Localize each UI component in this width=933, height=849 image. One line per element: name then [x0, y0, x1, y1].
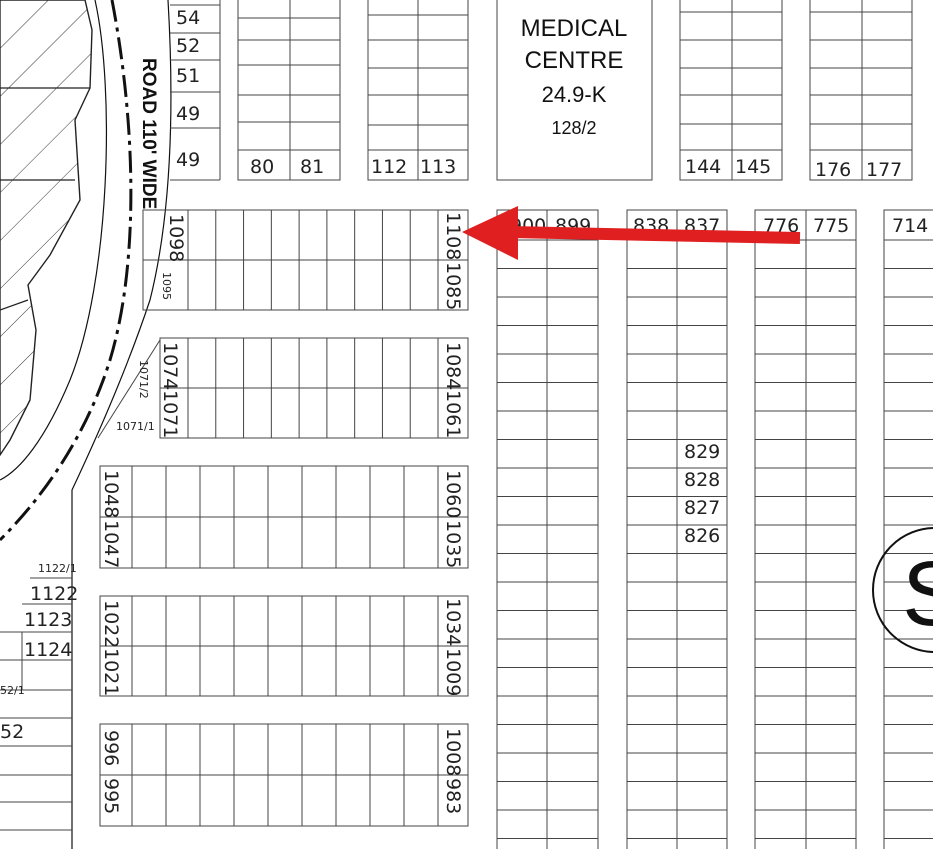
plot-829: 829: [684, 441, 720, 463]
medical-centre-block: [496, 0, 653, 181]
plot-1021: 1021: [100, 648, 122, 696]
plot-176: 176: [815, 159, 851, 181]
plot-144: 144: [685, 156, 721, 178]
plot-1095: 1095: [160, 272, 173, 300]
plot-1124: 1124: [24, 639, 72, 661]
plot-52: 52: [0, 721, 24, 743]
plot-112: 112: [371, 156, 407, 178]
column-strips: [496, 209, 933, 849]
plot-1122-1: 1122/1: [38, 562, 77, 575]
medical-centre-area: 24.9-K: [542, 82, 607, 107]
plot-1047: 1047: [100, 520, 122, 568]
plot-1071-2: 1071/2: [137, 360, 150, 399]
sector-symbol: S: [902, 543, 933, 645]
road-edge-right: [0, 0, 107, 481]
plot-826: 826: [684, 525, 720, 547]
plot-1061: 1061: [442, 390, 464, 438]
plot-1122: 1122: [30, 583, 78, 605]
plot-1108: 1108: [442, 212, 464, 260]
plot-995: 995: [100, 778, 122, 814]
plot-1008: 1008: [442, 728, 464, 776]
plot-1060: 1060: [442, 470, 464, 518]
top-left-plots: [170, 0, 221, 181]
row-blocks: [97, 209, 469, 827]
plot-983: 983: [442, 778, 464, 814]
plot-80: 80: [250, 156, 274, 178]
plot-775: 775: [813, 215, 849, 237]
road-edge-left: [0, 0, 133, 542]
plot-1048: 1048: [100, 470, 122, 518]
plot-996: 996: [100, 730, 122, 766]
plot-827: 827: [684, 497, 720, 519]
road-label: ROAD 110' WIDE: [138, 58, 159, 209]
medical-centre-ref: 128/2: [551, 118, 596, 138]
plot-145: 145: [735, 156, 771, 178]
plot-1035: 1035: [442, 520, 464, 568]
plot-714: 714: [892, 215, 928, 237]
plot-1071-1: 1071/1: [116, 420, 155, 433]
medical-centre-line1: MEDICAL: [521, 15, 628, 42]
plot-51: 51: [176, 65, 200, 87]
plot-49a: 49: [176, 103, 200, 125]
plot-1098: 1098: [165, 214, 187, 262]
plot-52-1: 52/1: [0, 684, 25, 697]
plot-54: 54: [176, 7, 200, 29]
top-block-1: [237, 0, 341, 181]
plot-1009: 1009: [442, 648, 464, 696]
sector-circle: [872, 527, 933, 653]
left-plots: [0, 577, 72, 831]
plot-113: 113: [420, 156, 456, 178]
plot-1022: 1022: [100, 600, 122, 648]
hatched-area: [0, 0, 93, 457]
plot-1084: 1084: [442, 342, 464, 390]
plot-49b: 49: [176, 149, 200, 171]
plot-52: 52: [176, 35, 200, 57]
red-arrow: [462, 206, 801, 260]
plot-1074: 1074: [159, 342, 181, 390]
plot-81: 81: [300, 156, 324, 178]
plot-177: 177: [866, 159, 902, 181]
plot-1123: 1123: [24, 609, 72, 631]
top-block-2: [367, 0, 469, 181]
plot-column: [883, 209, 933, 849]
plot-1071: 1071: [159, 390, 181, 438]
plot-1034: 1034: [442, 598, 464, 646]
plot-1085: 1085: [442, 262, 464, 310]
top-block-3: [679, 0, 783, 181]
medical-centre-line2: CENTRE: [525, 47, 624, 74]
plot-828: 828: [684, 469, 720, 491]
top-block-4: [809, 0, 913, 181]
